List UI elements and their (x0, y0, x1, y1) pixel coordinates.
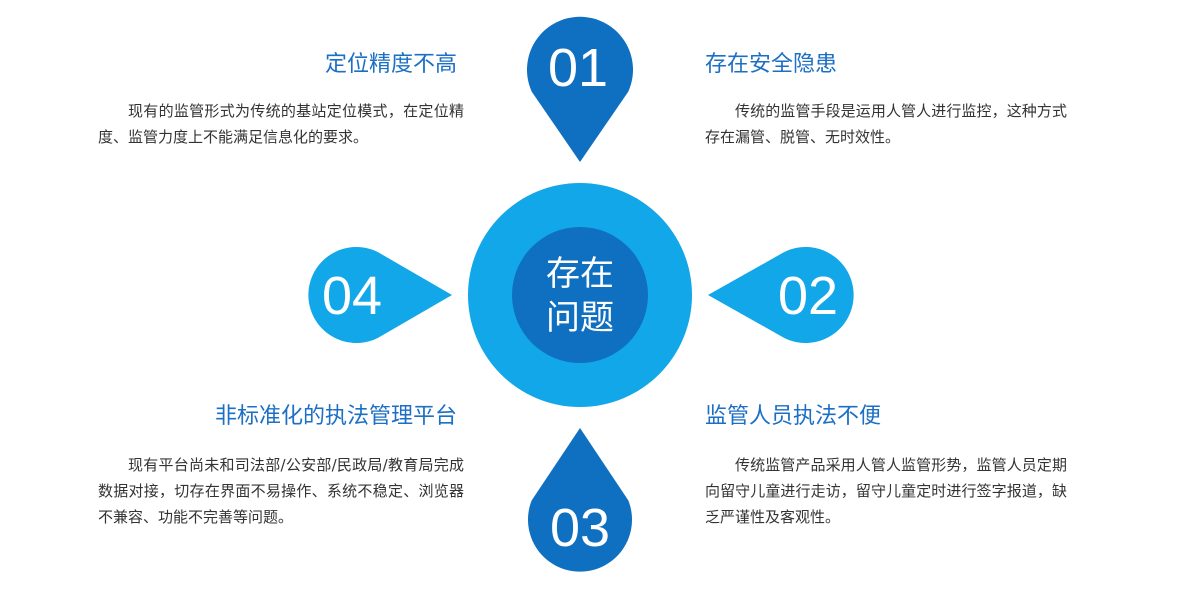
item-04-desc: 现有平台尚未和司法部/公安部/民政局/教育局完成数据对接，切存在界面不易操作、系… (98, 456, 464, 526)
center-label: 存在 问题 (515, 252, 645, 340)
item-01-desc: 现有的监管形式为传统的基站定位模式，在定位精度、监管力度上不能满足信息化的要求。 (98, 102, 464, 146)
center-inner-circle (512, 227, 648, 363)
item-03-desc: 传统监管产品采用人管人监管形势，监管人员定期向留守儿童进行走访，留守儿童定时进行… (705, 456, 1067, 526)
item-01-title: 定位精度不高 (324, 52, 457, 77)
drop-04-shape (308, 246, 452, 343)
drop-01-shape (527, 16, 633, 162)
drop-01-number: 01 (548, 38, 608, 98)
drop-02-number: 02 (778, 266, 838, 326)
item-02-desc: 传统的监管手段是运用人管人进行监控，这种方式存在漏管、脱管、无时效性。 (705, 102, 1067, 146)
center-label-line-2: 问题 (546, 298, 614, 338)
drop-03-shape (528, 428, 632, 572)
drop-04: 04 (308, 246, 452, 343)
drop-03: 03 (528, 428, 632, 572)
drop-03-number: 03 (550, 498, 610, 558)
drop-02-shape (708, 247, 854, 343)
drop-01: 01 (527, 16, 633, 162)
center-label-line-1: 存在 (546, 254, 614, 294)
drop-04-number: 04 (322, 266, 382, 326)
item-04-title: 非标准化的执法管理平台 (214, 404, 457, 429)
item-02-title: 存在安全隐患 (705, 52, 838, 77)
item-03-title: 监管人员执法不便 (705, 404, 882, 429)
drop-02: 02 (708, 247, 854, 343)
